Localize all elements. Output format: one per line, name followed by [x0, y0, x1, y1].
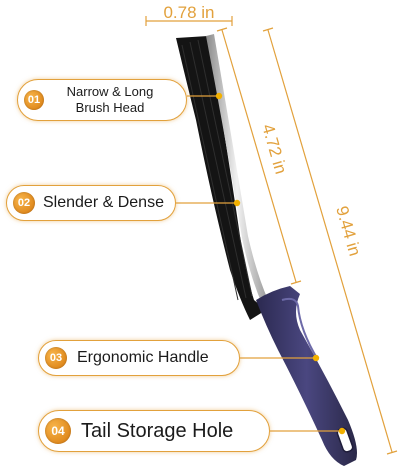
callout-label: Slender & Dense	[43, 194, 164, 211]
brush-handle	[256, 286, 357, 466]
bristle-texture	[181, 39, 253, 301]
callout-label: Ergonomic Handle	[77, 349, 209, 366]
callout-label-line-2: Brush Head	[75, 100, 145, 115]
metal-spine	[206, 34, 268, 304]
callout-label-line-1: Narrow & Long	[66, 84, 154, 99]
total-length-label: 9.44 in	[332, 204, 364, 258]
number-badge: 02	[13, 192, 35, 214]
callout-brush-head: 01 Narrow & Long Brush Head	[17, 79, 187, 121]
bristles-shape	[176, 36, 266, 320]
callout-tail-storage-hole: 04 Tail Storage Hole	[38, 410, 270, 452]
total-length-dimension	[262, 27, 398, 455]
number-badge: 03	[45, 347, 67, 369]
leader-dots	[215, 92, 346, 435]
handle-grip	[281, 297, 319, 361]
callout-slender-dense: 02 Slender & Dense	[6, 185, 176, 221]
leader-lines	[176, 95, 340, 432]
callout-label: Narrow & Long Brush Head	[48, 84, 172, 116]
number-badge: 04	[45, 418, 71, 444]
callout-label: Tail Storage Hole	[81, 419, 234, 442]
callout-ergonomic-handle: 03 Ergonomic Handle	[38, 340, 240, 376]
head-length-dimension	[216, 27, 302, 285]
number-badge: 01	[24, 90, 44, 110]
width-label: 0.78 in	[163, 3, 214, 22]
